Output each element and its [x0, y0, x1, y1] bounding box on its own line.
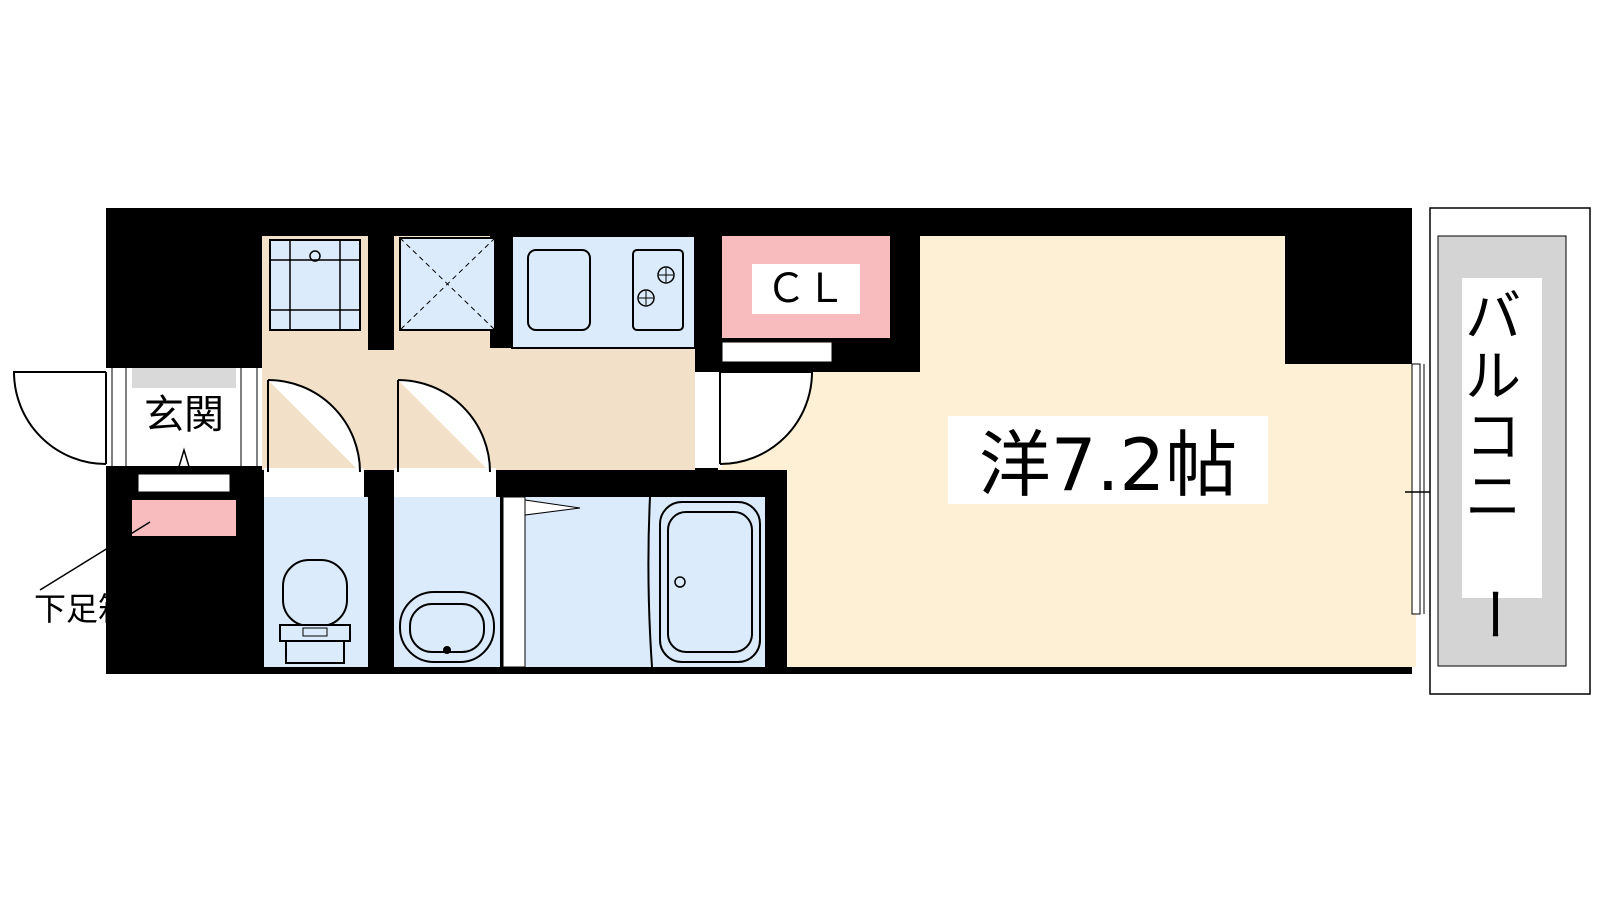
- closet-label: ＣＬ: [766, 266, 846, 312]
- balcony-char-1: バ: [1465, 285, 1521, 350]
- toilet-fixture: [279, 559, 351, 664]
- entrance-label: 玄関: [144, 392, 224, 438]
- balcony-char-5: ー: [1460, 586, 1525, 642]
- bathtub: [502, 496, 761, 668]
- balcony-char-2: ル: [1465, 345, 1521, 410]
- balcony-window: [1405, 363, 1450, 615]
- shoe-box-fill: [132, 500, 236, 536]
- balcony-label: バ ル コ ニ ー: [1460, 285, 1539, 642]
- kitchen-sink-stove: [511, 235, 696, 349]
- main-room-label: 洋7.2帖: [979, 423, 1238, 507]
- wash-basin: [399, 591, 495, 663]
- balcony-char-4: ニ: [1465, 465, 1521, 530]
- doors: [12, 368, 814, 497]
- refrigerator-space: [399, 237, 496, 331]
- balcony: [1429, 207, 1591, 695]
- washing-machine-space: [269, 239, 361, 331]
- labels: 玄関 下足箱 ＣＬ 洋7.2帖 バ ル コ ニ ー: [34, 264, 1539, 642]
- closet-shelf: [721, 341, 833, 363]
- entrance-step: [132, 368, 236, 388]
- shoe-box-label: 下足箱: [34, 590, 130, 628]
- balcony-char-3: コ: [1465, 405, 1521, 470]
- entrance-sill: [137, 473, 231, 493]
